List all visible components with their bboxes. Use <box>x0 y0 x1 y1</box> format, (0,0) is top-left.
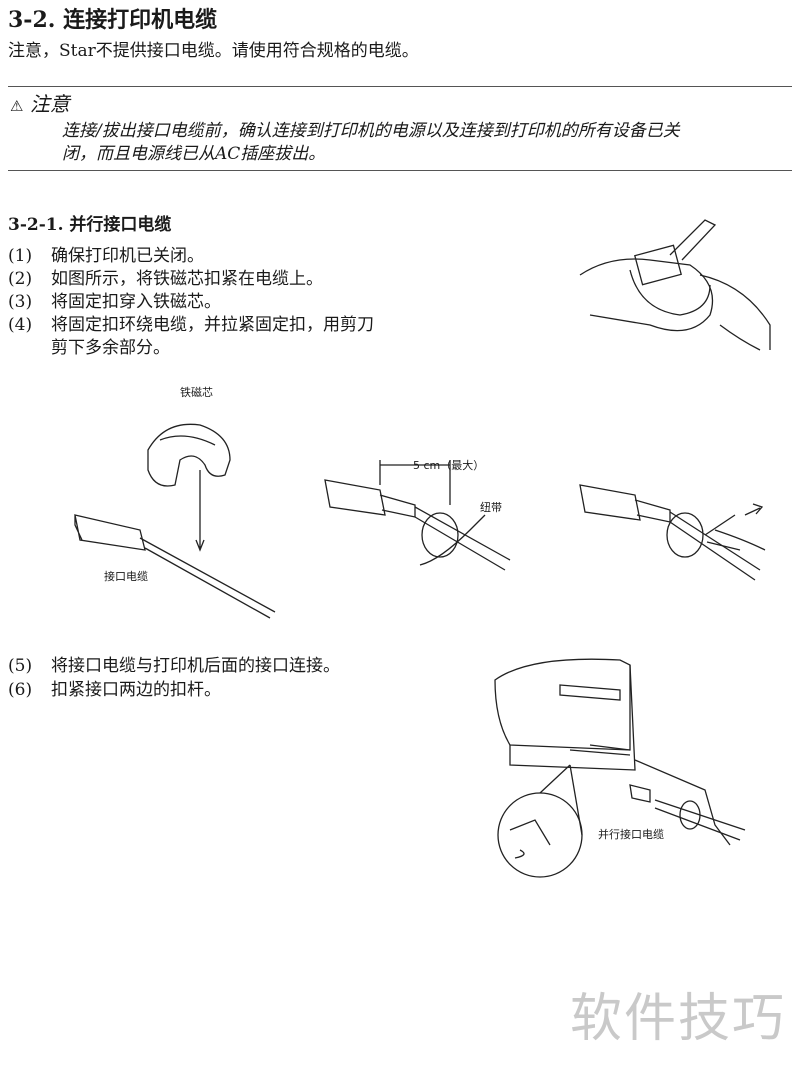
caution-text-2: 闭，而且电源线已从AC插座拔出。 <box>62 144 326 164</box>
caution-text-1: 连接/拔出接口电缆前，确认连接到打印机的电源以及连接到打印机的所有设备已关 <box>62 121 680 141</box>
intro-text: 注意，Star不提供接口电缆。请使用符合规格的电缆。 <box>8 41 419 61</box>
tie-label: 纽带 <box>480 501 502 514</box>
divider <box>8 86 792 87</box>
step-4: (4)将固定扣环绕电缆，并拉紧固定扣，用剪刀 <box>8 315 374 335</box>
printer-connection-figure <box>494 658 746 878</box>
divider <box>8 170 792 171</box>
step-1: (1)确保打印机已关闭。 <box>8 246 204 266</box>
hand-clamping-figure <box>579 219 771 351</box>
ferrite-core-label: 铁磁芯 <box>180 386 213 399</box>
step-5: (5)将接口电缆与打印机后面的接口连接。 <box>8 656 340 676</box>
interface-cable-label: 接口电缆 <box>104 570 148 583</box>
distance-label: 5 cm（最大） <box>413 459 485 472</box>
parallel-cable-label: 并行接口电缆 <box>598 828 664 841</box>
step-2: (2)如图所示，将铁磁芯扣紧在电缆上。 <box>8 269 323 289</box>
watermark: 软件技巧 <box>569 989 786 1049</box>
ferrite-core-figure <box>74 423 276 619</box>
cutting-figure <box>579 484 766 581</box>
step-6: (6)扣紧接口两边的扣杆。 <box>8 680 221 700</box>
caution-title: 注意 <box>29 92 70 116</box>
section-title: 3-2. 连接打印机电缆 <box>8 7 218 33</box>
caution-heading: ⚠ 注意 <box>10 88 70 117</box>
tie-figure <box>324 460 511 571</box>
step-4-cont: 剪下多余部分。 <box>51 338 170 358</box>
subsection-title: 3-2-1. 并行接口电缆 <box>8 215 172 235</box>
warning-icon: ⚠ <box>10 97 24 115</box>
step-3: (3)将固定扣穿入铁磁芯。 <box>8 292 221 312</box>
